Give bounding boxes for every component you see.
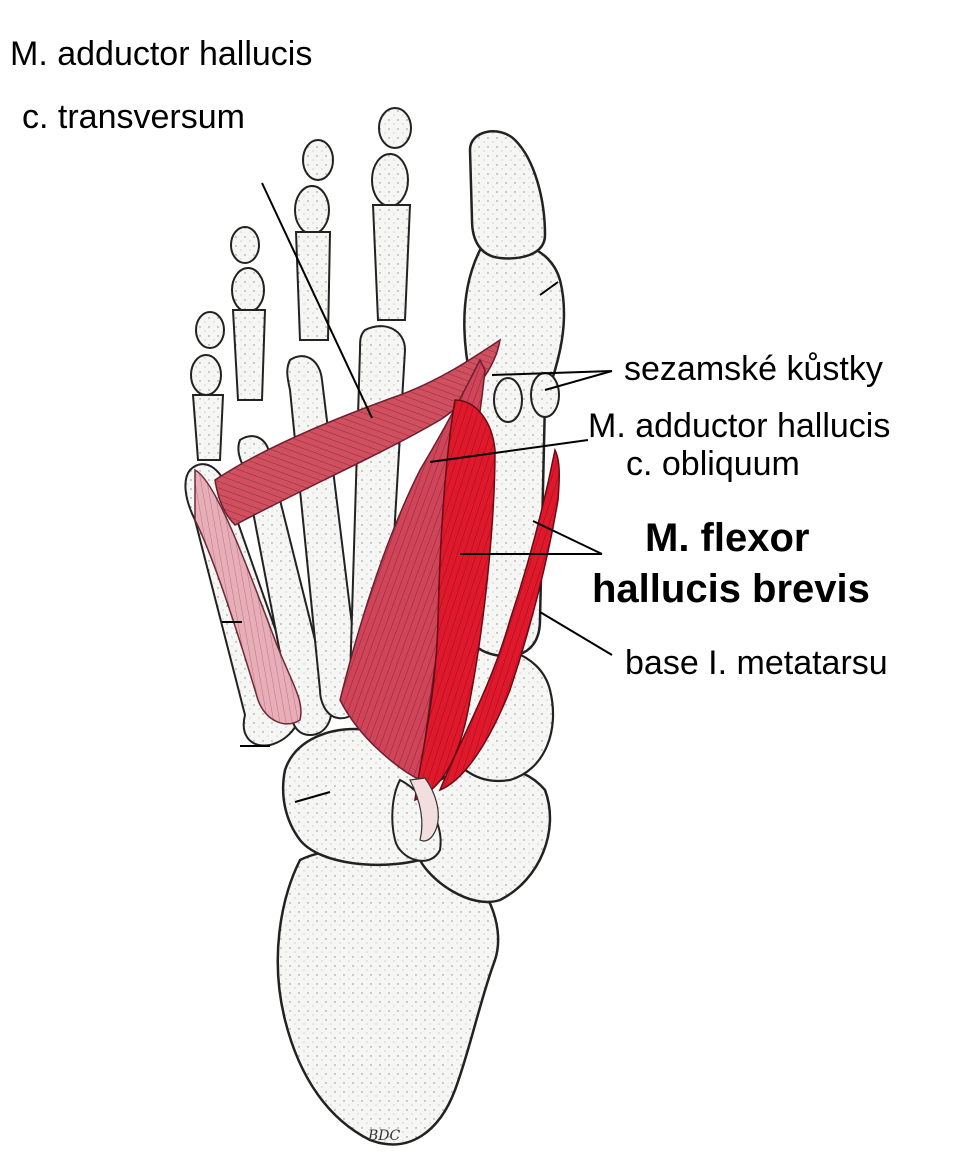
flexor-tendon bbox=[409, 777, 439, 842]
leader-adductor-transversum bbox=[261, 182, 373, 419]
label-flexor-line1: M. flexor bbox=[645, 516, 810, 560]
tick-mark-4 bbox=[294, 791, 331, 803]
toe-4-phalanges bbox=[230, 226, 267, 401]
hallux-phalanges bbox=[468, 130, 547, 260]
tick-mark-1 bbox=[539, 281, 559, 296]
leader-sesamoid-2 bbox=[544, 370, 613, 391]
leader-base-metatarsal bbox=[539, 611, 613, 656]
toe-5-phalanges bbox=[190, 311, 225, 461]
toe-2-phalanges bbox=[371, 107, 412, 321]
label-adductor-transversum-line1: M. adductor hallucis bbox=[10, 35, 313, 73]
label-adductor-transversum-line2: c. transversum bbox=[22, 98, 245, 136]
muscle-flexor-hallucis-brevis-medial bbox=[438, 447, 560, 792]
leader-flexor-2 bbox=[532, 520, 603, 555]
leader-lines bbox=[222, 182, 613, 803]
label-sesamoid-bones: sezamské kůstky bbox=[624, 350, 883, 388]
sesamoid-bone-medial bbox=[530, 372, 560, 418]
label-adductor-obliquum-line1: M. adductor hallucis bbox=[588, 407, 891, 445]
label-adductor-obliquum-line2: c. obliquum bbox=[626, 445, 800, 483]
muscle-abductor-digiti-minimi bbox=[194, 468, 302, 725]
sesamoid-bone-lateral bbox=[493, 377, 523, 423]
muscle-flexor-hallucis-brevis-lateral bbox=[414, 399, 496, 802]
label-base-metatarsal: base I. metatarsu bbox=[625, 644, 888, 682]
artist-signature: BDC bbox=[368, 1128, 401, 1144]
toe-3-phalanges bbox=[294, 139, 334, 341]
label-flexor-line2: hallucis brevis bbox=[592, 567, 870, 611]
leader-sesamoid-1 bbox=[491, 370, 613, 376]
leader-adductor-obliquum bbox=[429, 439, 589, 463]
